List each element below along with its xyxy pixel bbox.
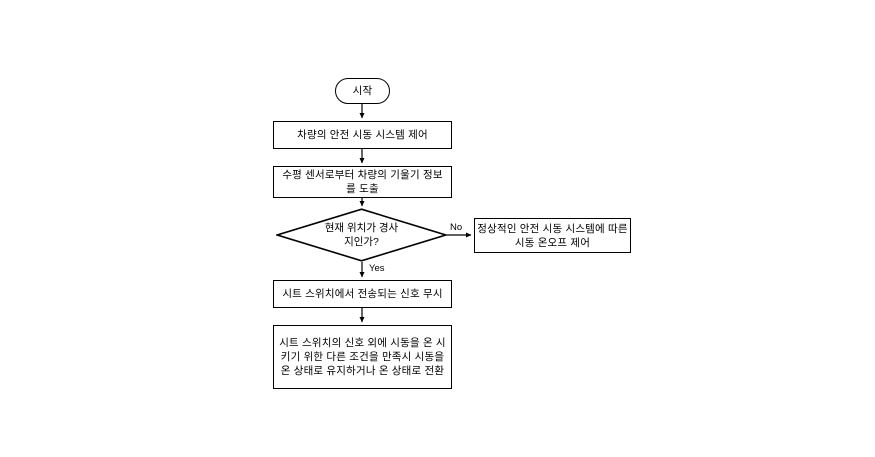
decision-label: 현재 위치가 경사 지인가? [324, 222, 399, 248]
process-maintain-or-switch-to-on-state: 시트 스위치의 신호 외에 시동을 온 시 키기 위한 다른 조건을 만족시 시… [273, 325, 452, 389]
process-sensor-label: 수평 센서로부터 차량의 기울기 정보 를 도출 [282, 169, 443, 195]
edge-label-no: No [450, 222, 463, 233]
process-derive-tilt-info-from-level-sensor: 수평 센서로부터 차량의 기울기 정보 를 도출 [273, 166, 452, 198]
process-ignore-label: 시트 스위치에서 전송되는 신호 무시 [282, 288, 443, 300]
edge-label-yes: Yes [369, 263, 385, 274]
process-control-vehicle-safety-start-system: 차량의 안전 시동 시스템 제어 [273, 121, 452, 149]
process-normal-label: 정상적인 안전 시동 시스템에 따른 시동 온오프 제어 [477, 222, 628, 249]
process-normal-safety-start-system-onoff-control: 정상적인 안전 시동 시스템에 따른 시동 온오프 제어 [474, 218, 631, 253]
decision-diamond-shape [276, 208, 447, 262]
process-ignore-seat-switch-signal: 시트 스위치에서 전송되는 신호 무시 [273, 280, 452, 308]
decision-is-current-position-a-slope: 현재 위치가 경사 지인가? [276, 208, 447, 262]
start-terminator-label: 시작 [352, 85, 373, 97]
process-maintain-label: 시트 스위치의 신호 외에 시동을 온 시 키기 위한 다른 조건을 만족시 시… [279, 337, 446, 377]
process-control-label: 차량의 안전 시동 시스템 제어 [297, 129, 428, 141]
start-terminator: 시작 [335, 78, 390, 104]
